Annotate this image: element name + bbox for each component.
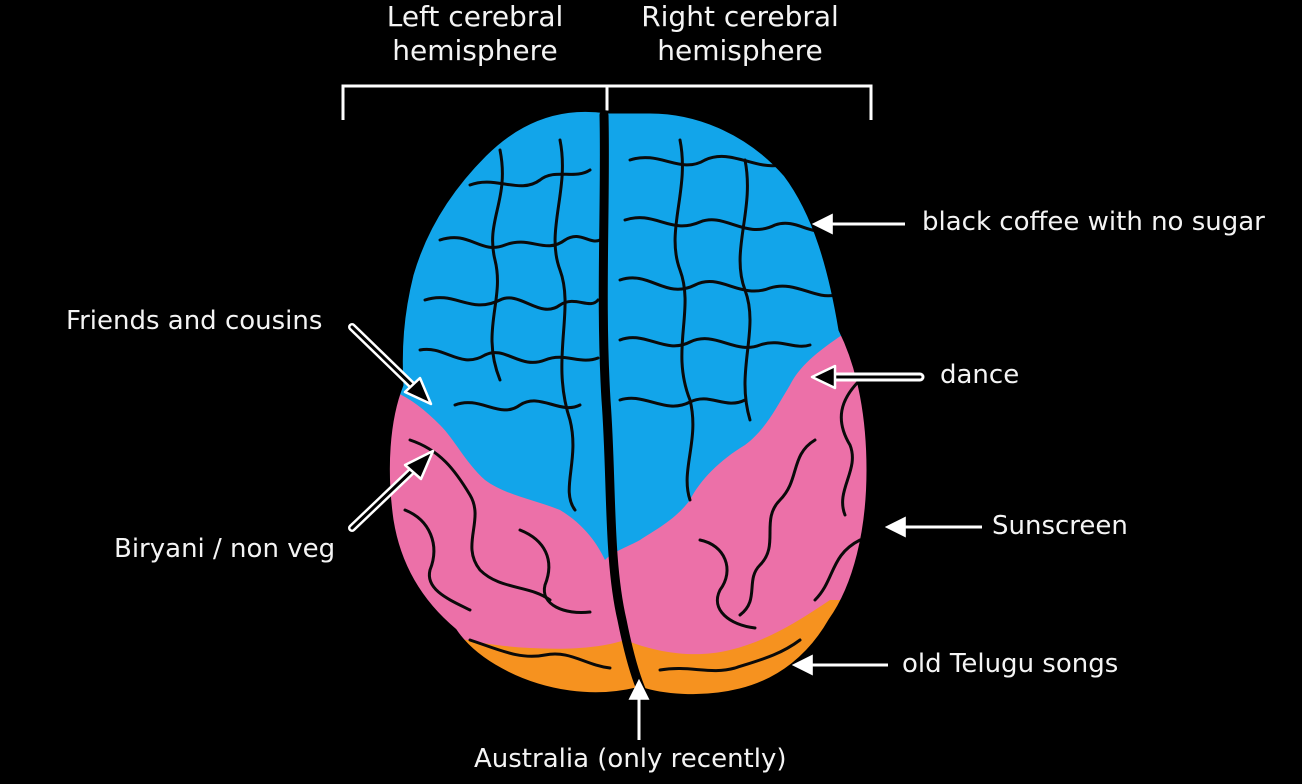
label-telugu: old Telugu songs bbox=[902, 649, 1119, 679]
label-biryani: Biryani / non veg bbox=[114, 534, 336, 564]
brain-lobes bbox=[388, 110, 868, 696]
label-sunscreen: Sunscreen bbox=[992, 511, 1128, 541]
arrow-biryani bbox=[348, 449, 435, 532]
frontal-lobe bbox=[388, 110, 868, 560]
left-hemisphere-title: Left cerebral hemisphere bbox=[370, 0, 580, 67]
arrow-friends bbox=[348, 323, 433, 406]
arrow-dance bbox=[810, 364, 925, 390]
label-dance: dance bbox=[940, 360, 1020, 390]
brain-folds bbox=[403, 138, 862, 673]
label-friends: Friends and cousins bbox=[66, 306, 323, 336]
left-hemisphere-line1: Left cerebral bbox=[386, 0, 564, 33]
left-hemisphere-line2: hemisphere bbox=[392, 33, 558, 67]
label-coffee: black coffee with no sugar bbox=[922, 207, 1265, 237]
right-hemisphere-title: Right cerebral hemisphere bbox=[630, 0, 850, 67]
right-hemisphere-line1: Right cerebral bbox=[641, 0, 839, 33]
right-hemisphere-line2: hemisphere bbox=[657, 33, 823, 67]
label-australia: Australia (only recently) bbox=[474, 744, 787, 774]
longitudinal-fissure bbox=[598, 110, 651, 705]
